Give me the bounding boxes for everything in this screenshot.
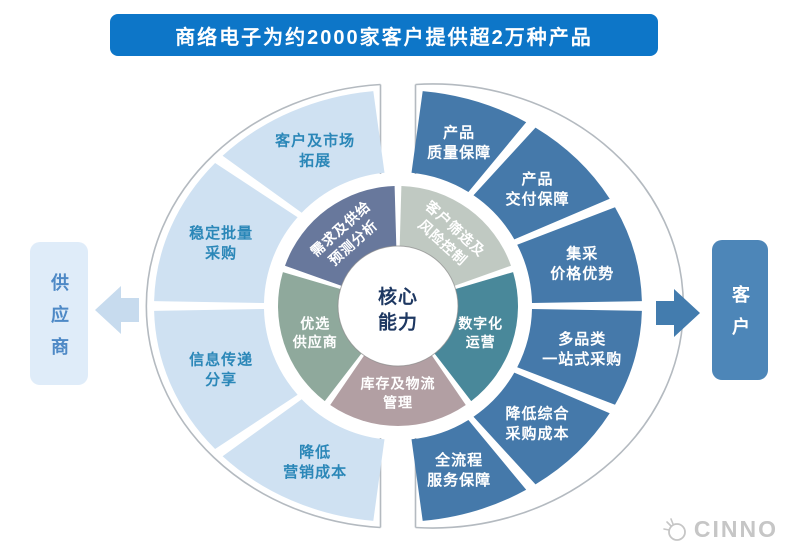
outer-segment-label-lower-overall-procurement-cost: 降低综合采购成本 <box>504 405 569 443</box>
outer-segment-label-centralized-price-advantage: 集采价格优势 <box>550 245 614 283</box>
outer-segment-label-product-delivery-assurance: 产品交付保障 <box>505 170 569 208</box>
inner-segment-label-inventory-logistics-management: 库存及物流管理 <box>361 376 436 411</box>
outer-segment-centralized-price-advantage <box>517 207 642 303</box>
cinno-logo-icon <box>663 517 686 541</box>
cinno-watermark: CINNO <box>663 516 778 543</box>
outer-segment-label-multi-category-one-stop-procurement: 多品类一站式采购 <box>542 330 622 368</box>
outer-segment-customer-market-expansion <box>222 91 385 213</box>
outer-segment-stable-bulk-procurement <box>154 163 298 303</box>
title-banner: 商络电子为约2000家客户提供超2万种产品 <box>110 14 658 56</box>
title-banner-text: 商络电子为约2000家客户提供超2万种产品 <box>175 26 593 49</box>
outer-segment-label-product-quality-assurance: 产品质量保障 <box>427 123 491 161</box>
outer-segment-label-customer-market-expansion: 客户及市场拓展 <box>274 132 355 170</box>
supplier-box-label: 供应商 <box>49 272 69 369</box>
core-capability-circle <box>337 245 459 367</box>
outer-segment-label-lower-marketing-cost: 降低营销成本 <box>283 443 347 481</box>
supplier-box: 供应商 <box>30 242 88 385</box>
left-half-outline <box>145 83 381 529</box>
outer-segment-label-full-process-service-assurance: 全流程服务保障 <box>427 451 491 489</box>
arrow-to-customer-icon <box>656 289 700 337</box>
customer-box: 客户 <box>712 240 768 380</box>
customer-box-label: 客户 <box>730 285 750 349</box>
outer-segment-product-delivery-assurance <box>473 127 610 240</box>
outer-segment-full-process-service-assurance <box>411 420 527 521</box>
outer-segment-label-information-sharing: 信息传递分享 <box>189 350 253 388</box>
cinno-watermark-text: CINNO <box>693 516 778 542</box>
outer-segment-product-quality-assurance <box>411 91 527 192</box>
inner-segment-label-preferred-suppliers: 优选供应商 <box>292 315 338 350</box>
outer-segment-lower-marketing-cost <box>222 399 385 521</box>
outer-segment-information-sharing <box>154 309 298 449</box>
core-capability-label: 核心能力 <box>378 285 418 334</box>
outer-segment-multi-category-one-stop-procurement <box>517 309 642 405</box>
inner-segment-label-digital-operations: 数字化运营 <box>458 315 503 350</box>
outer-segment-label-stable-bulk-procurement: 稳定批量采购 <box>189 224 253 262</box>
outer-segment-lower-overall-procurement-cost <box>473 372 610 485</box>
arrow-to-supplier-icon <box>95 286 139 334</box>
